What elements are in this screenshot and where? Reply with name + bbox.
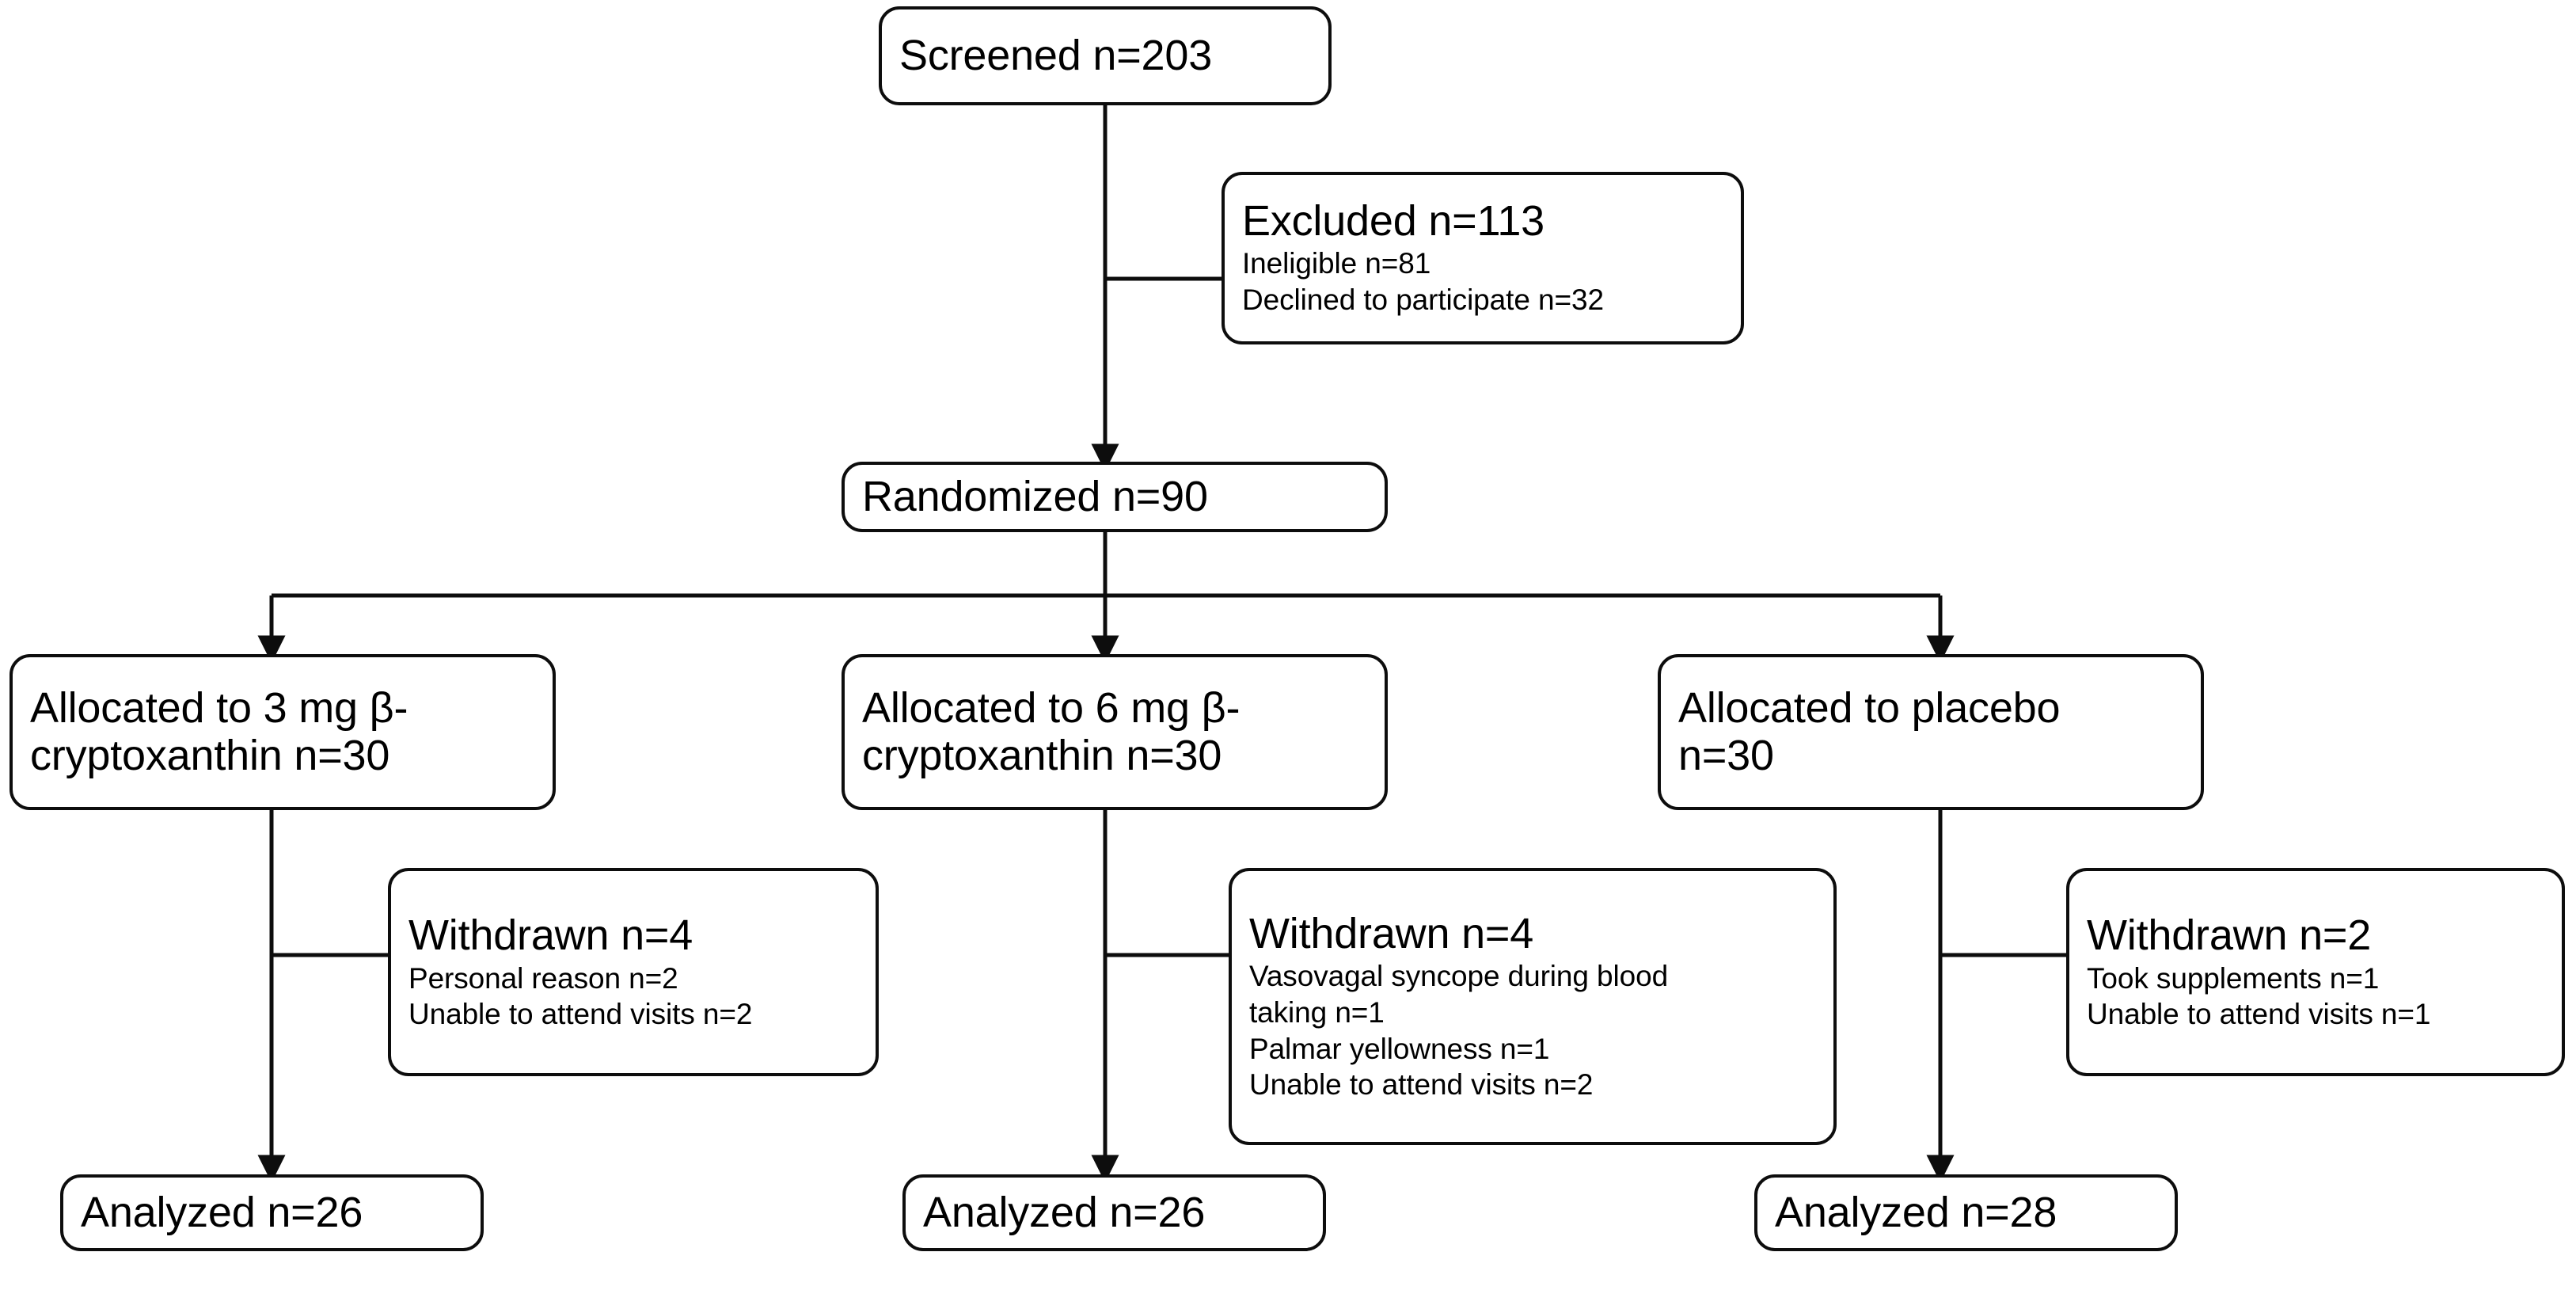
- node-withdrawn-placebo-detail-1: Unable to attend visits n=1: [2087, 998, 2431, 1031]
- node-withdrawn-6mg-detail-0: Vasovagal syncope during blood: [1249, 960, 1669, 993]
- node-withdrawn-6mg[interactable]: Withdrawn n=4 Vasovagal syncope during b…: [1229, 868, 1837, 1145]
- node-screened[interactable]: Screened n=203: [879, 6, 1332, 105]
- node-withdrawn-3mg-detail-1: Unable to attend visits n=2: [408, 998, 753, 1031]
- node-randomized-title: Randomized n=90: [862, 472, 1208, 520]
- node-withdrawn-6mg-detail-1: taking n=1: [1249, 996, 1385, 1029]
- node-excluded-detail-0: Ineligible n=81: [1242, 247, 1431, 280]
- node-allocated-placebo[interactable]: Allocated to placebo n=30: [1658, 654, 2204, 810]
- node-analyzed-placebo[interactable]: Analyzed n=28: [1754, 1174, 2178, 1251]
- node-withdrawn-3mg[interactable]: Withdrawn n=4 Personal reason n=2 Unable…: [388, 868, 879, 1076]
- node-withdrawn-placebo[interactable]: Withdrawn n=2 Took supplements n=1 Unabl…: [2066, 868, 2565, 1076]
- node-analyzed-6mg[interactable]: Analyzed n=26: [902, 1174, 1326, 1251]
- node-allocated-6mg[interactable]: Allocated to 6 mg β- cryptoxanthin n=30: [842, 654, 1388, 810]
- node-withdrawn-3mg-detail-0: Personal reason n=2: [408, 961, 678, 995]
- node-excluded-detail-1: Declined to participate n=32: [1242, 283, 1604, 316]
- node-analyzed-placebo-title: Analyzed n=28: [1775, 1188, 2057, 1236]
- node-excluded[interactable]: Excluded n=113 Ineligible n=81 Declined …: [1222, 172, 1744, 344]
- node-withdrawn-6mg-detail-2: Palmar yellowness n=1: [1249, 1032, 1550, 1065]
- node-allocated-3mg-title: Allocated to 3 mg β- cryptoxanthin n=30: [30, 684, 408, 779]
- node-allocated-6mg-title: Allocated to 6 mg β- cryptoxanthin n=30: [862, 684, 1241, 779]
- node-excluded-title: Excluded n=113: [1242, 196, 1545, 245]
- node-withdrawn-placebo-detail-0: Took supplements n=1: [2087, 961, 2380, 995]
- node-analyzed-3mg[interactable]: Analyzed n=26: [60, 1174, 484, 1251]
- node-withdrawn-6mg-title: Withdrawn n=4: [1249, 909, 1534, 957]
- node-analyzed-3mg-title: Analyzed n=26: [81, 1188, 363, 1236]
- node-withdrawn-3mg-title: Withdrawn n=4: [408, 911, 693, 960]
- node-analyzed-6mg-title: Analyzed n=26: [923, 1188, 1206, 1236]
- node-withdrawn-6mg-detail-3: Unable to attend visits n=2: [1249, 1068, 1594, 1102]
- node-allocated-placebo-title: Allocated to placebo n=30: [1678, 684, 2061, 779]
- node-withdrawn-placebo-title: Withdrawn n=2: [2087, 911, 2372, 960]
- node-allocated-3mg[interactable]: Allocated to 3 mg β- cryptoxanthin n=30: [9, 654, 556, 810]
- node-screened-title: Screened n=203: [899, 31, 1213, 79]
- node-randomized[interactable]: Randomized n=90: [842, 462, 1388, 532]
